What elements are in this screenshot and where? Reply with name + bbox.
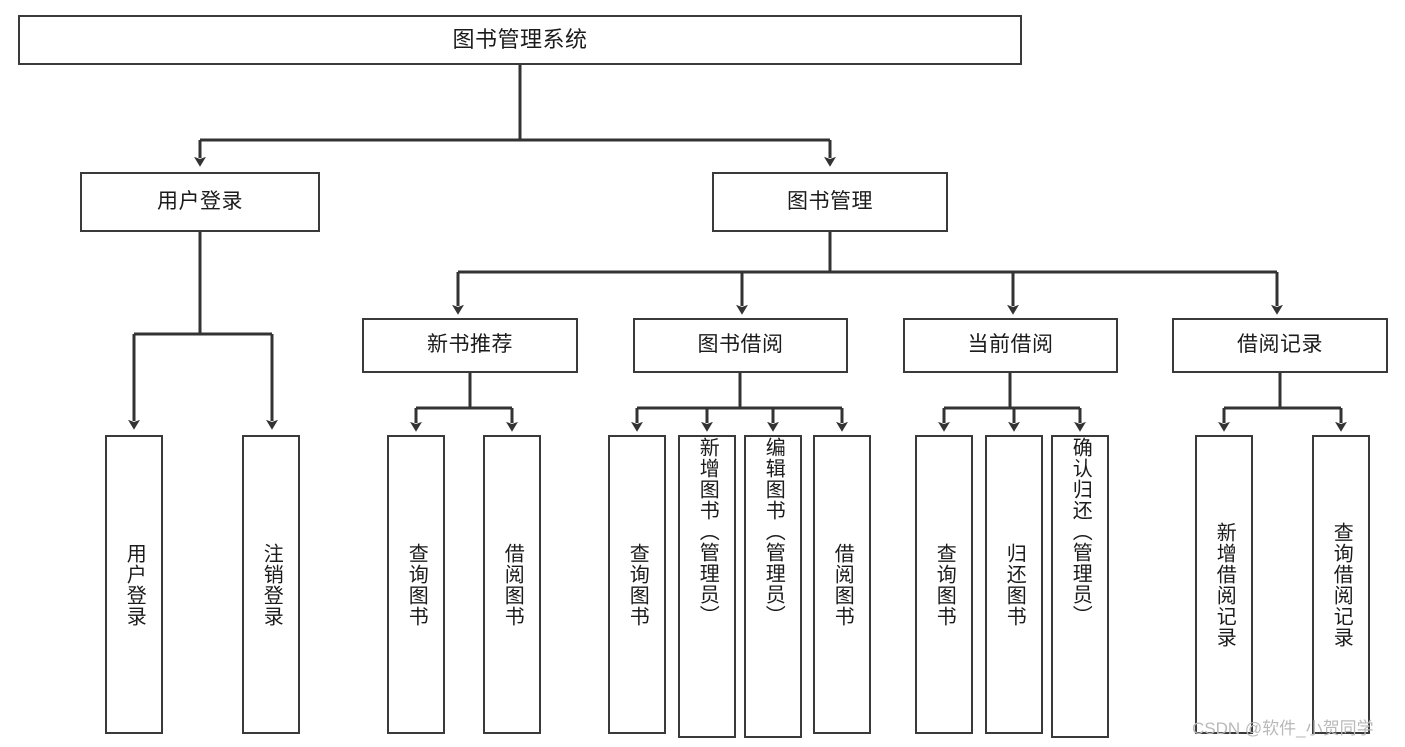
node-leaf-query-book-borrow-label: 查询图书 <box>626 542 649 627</box>
node-leaf-user-login[interactable]: 用户登录 <box>105 435 163 734</box>
node-leaf-return-book-label: 归还图书 <box>1003 542 1026 627</box>
node-book-management-label: 图书管理 <box>787 189 873 213</box>
node-leaf-query-record-label: 查询借阅记录 <box>1330 521 1353 648</box>
node-leaf-edit-book-label: 编辑图书（管理员） <box>762 437 785 626</box>
node-borrow-record-label: 借阅记录 <box>1237 333 1323 357</box>
node-root[interactable]: 图书管理系统 <box>18 15 1022 65</box>
node-leaf-return-book[interactable]: 归还图书 <box>985 435 1043 734</box>
node-book-management[interactable]: 图书管理 <box>712 172 948 232</box>
node-user-login[interactable]: 用户登录 <box>80 172 320 232</box>
node-leaf-query-book-borrow[interactable]: 查询图书 <box>608 435 666 734</box>
node-leaf-query-book-cur[interactable]: 查询图书 <box>915 435 973 734</box>
node-borrow-record[interactable]: 借阅记录 <box>1172 318 1388 373</box>
csdn-watermark: CSDN @软件_小贺同学 <box>1192 719 1374 738</box>
node-current-borrow-label: 当前借阅 <box>967 333 1054 357</box>
node-leaf-confirm-return[interactable]: 确认归还（管理员） <box>1051 435 1109 738</box>
node-leaf-add-book-label: 新增图书（管理员） <box>696 437 719 626</box>
node-leaf-query-book-rec-label: 查询图书 <box>405 542 428 627</box>
node-leaf-query-record[interactable]: 查询借阅记录 <box>1312 435 1370 734</box>
node-current-borrow[interactable]: 当前借阅 <box>903 318 1118 373</box>
node-leaf-logout[interactable]: 注销登录 <box>242 435 300 734</box>
node-book-borrow[interactable]: 图书借阅 <box>633 318 848 373</box>
node-leaf-query-book-cur-label: 查询图书 <box>933 542 956 627</box>
node-leaf-user-login-label: 用户登录 <box>123 542 146 627</box>
node-new-book-recommend-label: 新书推荐 <box>427 333 513 357</box>
node-book-borrow-label: 图书借阅 <box>697 333 784 357</box>
node-leaf-query-book-rec[interactable]: 查询图书 <box>387 435 445 734</box>
node-leaf-add-book[interactable]: 新增图书（管理员） <box>678 435 736 738</box>
node-leaf-borrow-book[interactable]: 借阅图书 <box>813 435 871 734</box>
node-leaf-add-record-label: 新增借阅记录 <box>1213 521 1236 648</box>
node-leaf-add-record[interactable]: 新增借阅记录 <box>1195 435 1253 734</box>
node-leaf-borrow-book-rec-label: 借阅图书 <box>501 542 524 627</box>
node-user-login-label: 用户登录 <box>157 189 243 213</box>
node-root-label: 图书管理系统 <box>452 27 588 53</box>
node-leaf-confirm-return-label: 确认归还（管理员） <box>1069 437 1092 626</box>
node-leaf-borrow-book-rec[interactable]: 借阅图书 <box>483 435 541 734</box>
node-new-book-recommend[interactable]: 新书推荐 <box>362 318 578 373</box>
node-leaf-borrow-book-label: 借阅图书 <box>831 542 854 627</box>
node-leaf-edit-book[interactable]: 编辑图书（管理员） <box>744 435 802 738</box>
node-leaf-logout-label: 注销登录 <box>260 542 283 627</box>
